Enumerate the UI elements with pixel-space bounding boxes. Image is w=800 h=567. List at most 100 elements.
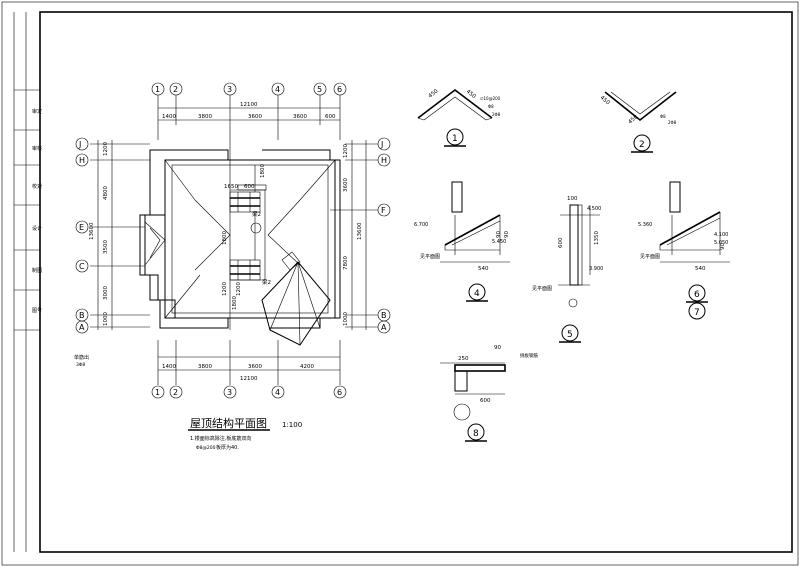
detail-number: 6 <box>694 290 700 300</box>
axis-label: A <box>381 323 387 332</box>
left-label-sub: 3Φ8 <box>76 362 85 368</box>
title-block: 审定 审核 校对 设计 制图 图号 <box>13 12 42 552</box>
bottom-total-dim: 12100 <box>240 376 258 382</box>
axis-label: 6 <box>337 388 342 397</box>
left-axis-bubbles: J H E C B A <box>75 137 89 334</box>
detail-2: 450 450 Φ8 2Φ8 2 <box>599 91 677 153</box>
dim: 3800 <box>198 114 212 120</box>
right-total-dim: 13600 <box>357 222 363 240</box>
axis-label: 4 <box>275 85 280 94</box>
dim: 3600 <box>343 178 349 192</box>
title-block-item: 审核 <box>32 145 42 152</box>
dim: 450 <box>599 95 611 107</box>
axis-label: F <box>381 206 386 215</box>
dim: 450 <box>627 114 639 126</box>
dim: 2Φ8 <box>668 120 677 125</box>
dim: 1000 <box>103 312 109 326</box>
dim: 3600 <box>248 364 262 370</box>
axis-label: 4 <box>275 388 280 397</box>
dim: 90 <box>494 345 501 351</box>
detail-number: 2 <box>639 140 645 150</box>
axis-label: H <box>79 156 85 165</box>
dim: 3000 <box>103 286 109 300</box>
detail-label: 见平面图 <box>420 254 440 260</box>
dim: ∅10@200 <box>480 96 501 101</box>
dim: 1000 <box>343 312 349 326</box>
top-axis-bubbles: 1 2 3 4 5 6 <box>151 82 347 96</box>
roof-outline <box>139 149 341 346</box>
detail-6-7: 5.360 4.100 5.050 540 90 见平面图 6 7 <box>638 181 730 320</box>
detail-label: 挑板钢筋 <box>520 352 538 359</box>
elev: 5.450 <box>492 239 506 245</box>
detail-number: 8 <box>473 429 479 439</box>
dim: 250 <box>458 356 469 362</box>
elev: 4.100 <box>714 232 728 238</box>
top-total-dim: 12100 <box>240 102 258 108</box>
dim: 1200 <box>343 144 349 158</box>
axis-label: B <box>381 311 387 320</box>
inner-label: 梁2 <box>262 278 271 286</box>
title-block-item: 校对 <box>32 183 42 190</box>
left-label: 单筋出 <box>74 354 89 361</box>
axis-label: 5 <box>317 85 322 94</box>
dim: 3600 <box>293 114 307 120</box>
dim: 90 <box>496 231 502 238</box>
dim: 540 <box>478 266 489 272</box>
dim: 3800 <box>198 364 212 370</box>
inner-dim: 1800 <box>232 296 238 310</box>
axis-label: H <box>381 156 387 165</box>
title-block-item: 制图 <box>32 267 42 274</box>
detail-4: 6.700 5.450 540 90 90 见平面图 4 <box>414 181 510 302</box>
title-block-item: 审定 <box>32 108 42 115</box>
detail-number: 7 <box>694 308 700 318</box>
axis-label: A <box>79 323 85 332</box>
inner-dim: 1200 <box>222 282 228 296</box>
dim: 600 <box>558 237 564 248</box>
detail-number: 1 <box>452 134 458 144</box>
dim: 1400 <box>162 364 176 370</box>
dim: Φ8 <box>660 114 666 119</box>
axis-label: E <box>79 223 84 232</box>
axis-label: J <box>78 140 81 149</box>
title-block-item: 设计 <box>32 225 42 232</box>
inner-dim: 1650 <box>224 184 238 190</box>
axis-label: 3 <box>227 85 232 94</box>
dim: Φ8 <box>488 104 494 109</box>
inner-border <box>39 11 793 553</box>
dim: 3500 <box>103 240 109 254</box>
dim: 450 <box>465 89 477 100</box>
elev: 5.360 <box>638 222 652 228</box>
axis-label: B <box>79 311 85 320</box>
dim: 1350 <box>594 231 600 245</box>
bottom-axis-bubbles: 1 2 3 4 6 <box>151 385 347 399</box>
detail-label: 见平面图 <box>640 254 660 260</box>
elev: 6.700 <box>414 222 428 228</box>
axis-label: 1 <box>155 388 160 397</box>
detail-number: 4 <box>474 289 480 299</box>
drawing-scale: 1:100 <box>282 421 302 429</box>
dim: 3600 <box>248 114 262 120</box>
dim: 540 <box>695 266 706 272</box>
dim: 7800 <box>343 256 349 270</box>
inner-dim: 1800 <box>222 231 228 245</box>
detail-number: 5 <box>567 330 573 340</box>
elev: 4.500 <box>587 206 601 212</box>
axis-label: 1 <box>155 85 160 94</box>
dim: 1400 <box>162 114 176 120</box>
elev: 3.900 <box>589 266 603 272</box>
drawing-note-small: Φ8@200 <box>196 445 216 451</box>
title-block-item: 图号 <box>32 308 42 314</box>
right-axis-bubbles: J H F B A <box>377 137 391 334</box>
dim: 4200 <box>300 364 314 370</box>
interior-beams <box>229 165 301 281</box>
axis-label: 2 <box>173 388 178 397</box>
roof-plan: 1 2 3 4 5 6 12100 1400 3800 3600 3600 60… <box>74 82 391 451</box>
dim: 1200 <box>103 142 109 156</box>
detail-8: 250 600 90 挑板钢筋 8 <box>440 345 538 442</box>
left-total-dim: 13600 <box>89 222 95 240</box>
axis-label: J <box>380 140 383 149</box>
axis-label: 2 <box>173 85 178 94</box>
dim: 2Φ8 <box>492 112 501 117</box>
